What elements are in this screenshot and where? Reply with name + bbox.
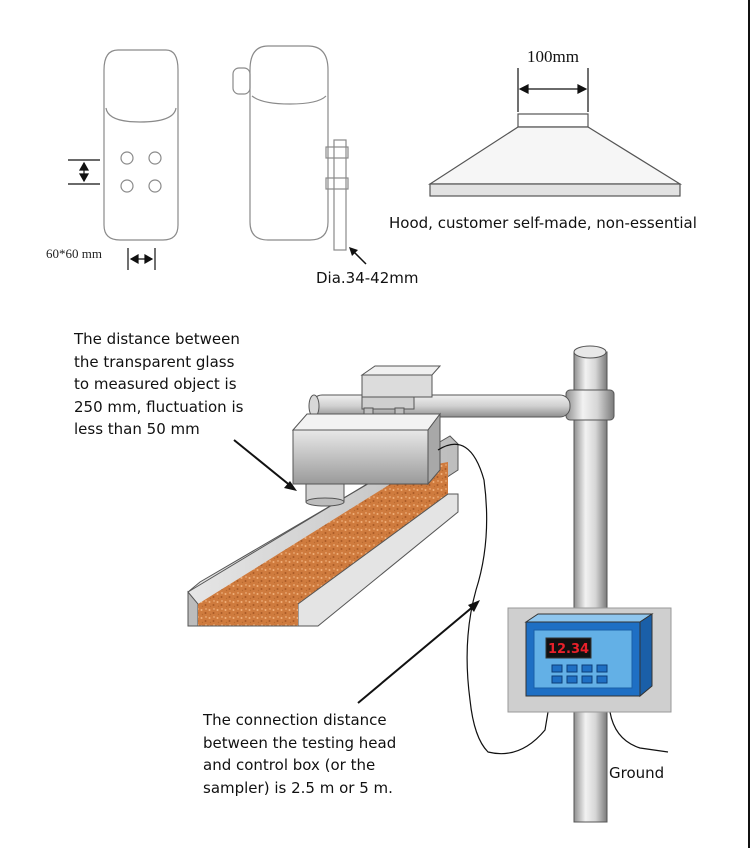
hood-icon <box>427 113 683 197</box>
connection-note-line: between the testing head <box>203 733 397 752</box>
sensor-side-view-icon <box>232 45 349 251</box>
ground-label: Ground <box>609 764 664 782</box>
connection-note-line: The connection distance <box>203 711 387 729</box>
distance-note-line: 250 mm, fluctuation is <box>74 397 244 416</box>
connection-note-line: sampler) is 2.5 m or 5 m. <box>203 778 393 797</box>
display-readout: 12.34 <box>548 642 589 657</box>
height-dimension-arrow <box>68 159 100 185</box>
pole-diameter-arrow <box>349 247 367 265</box>
hood-width-label: 100mm <box>527 47 579 66</box>
connection-note-line: and control box (or the <box>203 756 376 774</box>
pole-diameter-label: Dia.34-42mm <box>316 269 419 287</box>
connection-note: The connection distance between the test… <box>203 709 396 799</box>
testing-head-icon <box>291 412 441 507</box>
mounting-pole-icon <box>565 345 615 823</box>
connection-cable <box>437 443 669 755</box>
distance-note: The distance between the transparent gla… <box>74 328 243 441</box>
sensor-size-label: 60*60 mm <box>46 246 102 261</box>
distance-note-line: The distance between <box>74 330 240 348</box>
hood-caption: Hood, customer self-made, non-essential <box>389 214 697 232</box>
distance-note-line: less than 50 mm <box>74 420 200 438</box>
cable-pointer-arrow <box>357 600 480 704</box>
distance-note-line: to measured object is <box>74 375 237 393</box>
distance-pointer-arrow <box>233 439 297 491</box>
distance-note-line: the transparent glass <box>74 352 235 371</box>
hood-width-dimension <box>517 68 589 112</box>
width-dimension-arrow <box>127 248 156 270</box>
control-box-icon <box>507 607 672 713</box>
sensor-front-view-icon <box>103 49 179 241</box>
